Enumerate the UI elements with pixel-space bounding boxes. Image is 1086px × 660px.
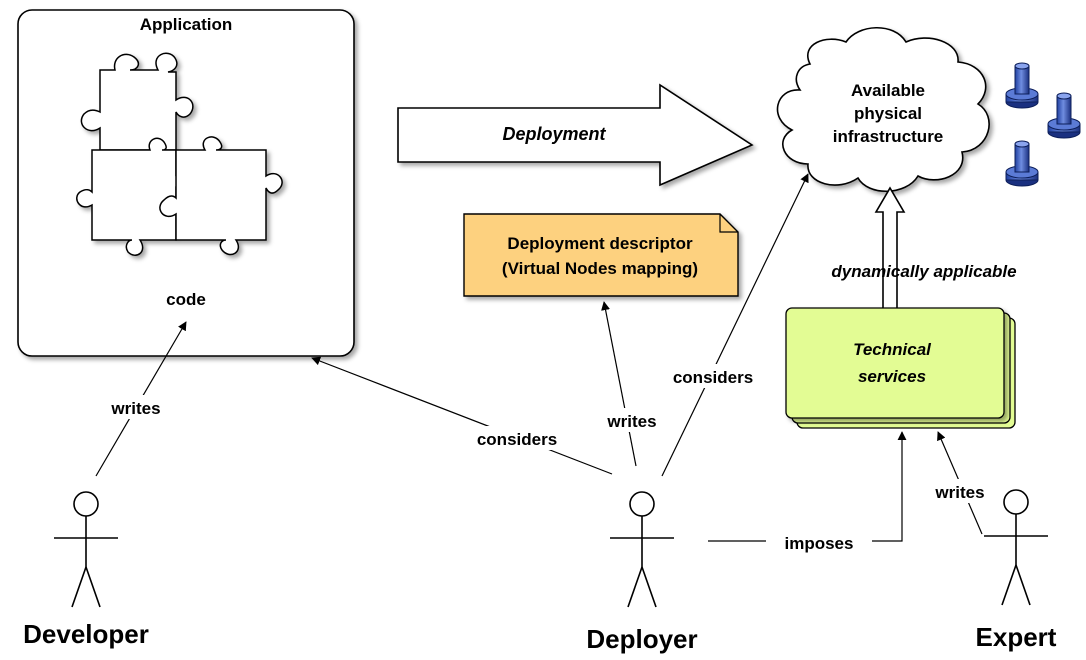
descriptor-fold — [719, 214, 738, 233]
deployer-writes-label: writes — [606, 412, 656, 431]
developer-actor: Developer — [23, 491, 149, 649]
infrastructure-line-2: physical — [854, 104, 922, 123]
deployment-descriptor-note: Deployment descriptor (Virtual Nodes map… — [463, 213, 739, 297]
deployment-arrow: Deployment — [397, 83, 754, 187]
server-icon-1 — [1005, 62, 1039, 109]
deployment-label: Deployment — [502, 124, 606, 144]
server-icon-3 — [1005, 140, 1039, 187]
deployer-considers-app-line — [311, 356, 613, 475]
developer-writes-label: writes — [110, 399, 160, 418]
expert-figure-icon — [983, 489, 1049, 606]
puzzle-piece-top — [80, 52, 194, 166]
puzzle-pieces-icon — [76, 52, 283, 256]
expert-writes-label: writes — [934, 483, 984, 502]
deployer-figure-icon — [609, 491, 675, 608]
expert-actor: Expert — [976, 489, 1057, 652]
deployer-writes-line — [601, 301, 637, 467]
deployer-imposes-line — [708, 431, 907, 542]
services-line-2: services — [858, 367, 926, 386]
deployer-actor: Deployer — [586, 491, 698, 654]
technical-services-stack: Technical services — [785, 307, 1016, 429]
puzzle-piece-bottom-right — [159, 136, 283, 256]
deployer-imposes-label: imposes — [785, 534, 854, 553]
developer-figure-icon — [53, 491, 119, 608]
services-line-1: Technical — [853, 340, 932, 359]
descriptor-shape — [463, 213, 739, 297]
application-title: Application — [140, 15, 233, 34]
developer-label: Developer — [23, 619, 149, 649]
infrastructure-line-1: Available — [851, 81, 925, 100]
services-to-infrastructure-arrow — [874, 186, 906, 311]
deployer-considers-infra-line — [661, 173, 809, 477]
expert-label: Expert — [976, 622, 1057, 652]
code-label: code — [166, 290, 206, 309]
server-stack-icon — [1005, 62, 1081, 187]
services-card-front — [785, 307, 1005, 419]
infrastructure-line-3: infrastructure — [833, 127, 944, 146]
dynamically-applicable-label: dynamically applicable — [831, 262, 1016, 281]
deployer-considers-app-label: considers — [477, 430, 557, 449]
deployer-considers-infra-label: considers — [673, 368, 753, 387]
deployer-label: Deployer — [586, 624, 697, 654]
relation-labels: writes considers writes considers impose… — [98, 364, 998, 554]
descriptor-line-1: Deployment descriptor — [507, 234, 693, 253]
infrastructure-cloud: Available physical infrastructure — [776, 26, 990, 193]
server-icon-2 — [1047, 92, 1081, 139]
descriptor-line-2: (Virtual Nodes mapping) — [502, 259, 698, 278]
